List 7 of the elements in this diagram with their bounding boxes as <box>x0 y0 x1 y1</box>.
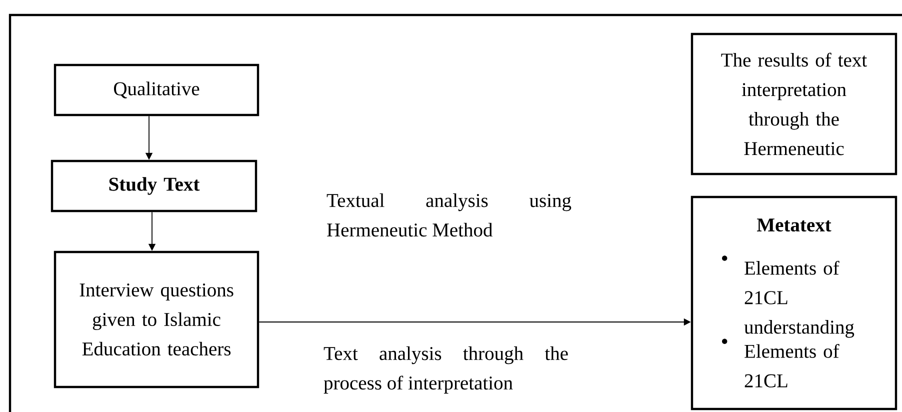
process-box: Qualitative <box>54 64 260 116</box>
process-box: Interview questions given to Islamic Education teachers <box>54 250 260 388</box>
annotation-text: Textual analysis using Hermeneutic Method <box>326 193 572 237</box>
process-box: The results of text interpretation through the Hermeneutic <box>690 32 898 176</box>
annotation-text: Text analysis through the process of interpretation <box>324 346 568 394</box>
process-box: Metatext Elements of 21CL understanding Elements of 21CL <box>690 196 898 410</box>
process-box: Study Text <box>50 160 258 212</box>
